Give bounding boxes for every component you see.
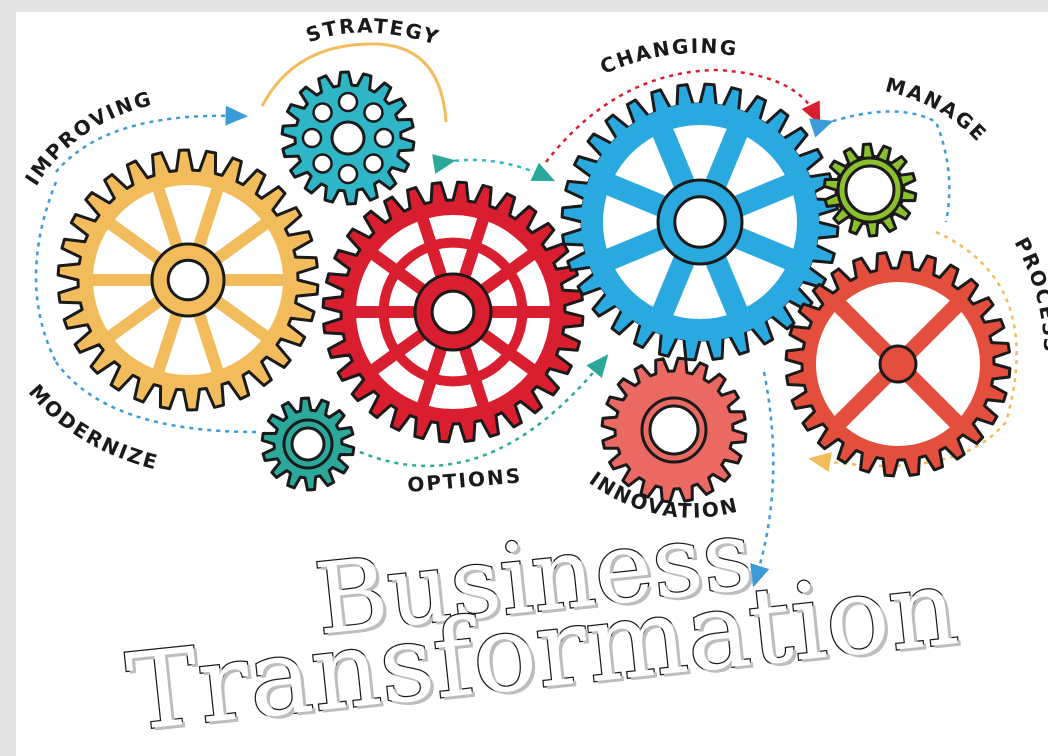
modernize-gear-ring xyxy=(282,418,334,470)
changing-gear-axle xyxy=(673,195,727,249)
options-arrow xyxy=(359,354,609,468)
changing-gear-spoke xyxy=(705,118,752,188)
strategy-gear-hole xyxy=(312,102,333,123)
improving-gear-spoke xyxy=(211,295,275,345)
changing-gear-spoke xyxy=(734,227,804,274)
strategy-gear-hole xyxy=(363,102,384,123)
options-gear-ring xyxy=(378,237,528,387)
label-options: OPTIONS xyxy=(406,463,523,497)
changing-gear-spoke xyxy=(734,170,804,217)
modernize-gear-axle xyxy=(290,426,326,462)
modernize-arrow-left xyxy=(34,181,58,363)
strategy-changing-arrow xyxy=(432,154,556,182)
manage-gear-axle xyxy=(844,164,896,216)
innovation-gear xyxy=(600,356,748,504)
changing-gear-spoke xyxy=(705,256,752,326)
improving-gear-spoke xyxy=(101,215,165,265)
modernize-arrow xyxy=(54,361,257,434)
modernize-gear xyxy=(260,396,356,492)
improving-gear-spoke xyxy=(211,215,275,265)
improving-gear-spoke xyxy=(193,308,225,382)
improving-gear xyxy=(56,148,320,412)
changing-gear-rim xyxy=(581,103,819,341)
strategy-gear-hole xyxy=(363,153,384,174)
improving-gear-spoke xyxy=(101,295,165,345)
strategy-gear-hole xyxy=(301,127,323,149)
changing-arrow xyxy=(545,68,821,163)
changing-gear-spoke xyxy=(596,227,666,274)
process-gear-hub xyxy=(878,344,918,384)
strategy-gear-hole xyxy=(312,153,333,174)
changing-gear-spoke xyxy=(648,256,695,326)
improving-arrow xyxy=(55,105,248,173)
manage-gear-ring xyxy=(836,156,904,224)
strategy-gear-hole xyxy=(337,163,359,185)
improving-gear-axle xyxy=(166,258,210,302)
gears-diagram: STRATEGY IMPROVING CHANGING MANAGE PROCE… xyxy=(20,13,1048,588)
changing-gear-spoke xyxy=(596,170,666,217)
process-gear-rim xyxy=(808,274,988,454)
label-manage: MANAGE xyxy=(883,73,992,147)
improving-gear-spoke xyxy=(193,178,225,252)
options-gear-axle xyxy=(430,289,476,335)
strategy-gear-axle xyxy=(330,120,366,156)
illustration-canvas: STRATEGY IMPROVING CHANGING MANAGE PROCE… xyxy=(16,12,1048,756)
innovation-arrow xyxy=(750,371,775,588)
strategy-gear xyxy=(280,70,416,206)
strategy-gear-hole xyxy=(337,91,359,113)
options-gear xyxy=(321,180,585,444)
gear-layer xyxy=(56,70,1012,504)
manage-gear xyxy=(822,142,918,238)
improving-gear-spoke xyxy=(151,308,183,382)
innovation-gear-axle xyxy=(648,404,700,456)
innovation-gear-ring xyxy=(640,396,708,464)
process-gear xyxy=(784,250,1012,478)
changing-gear-spoke xyxy=(648,118,695,188)
strategy-gear-hole xyxy=(373,127,395,149)
improving-gear-spoke xyxy=(151,178,183,252)
label-changing: CHANGING xyxy=(597,34,740,79)
strategy-arc xyxy=(260,42,448,123)
changing-gear xyxy=(560,82,840,362)
